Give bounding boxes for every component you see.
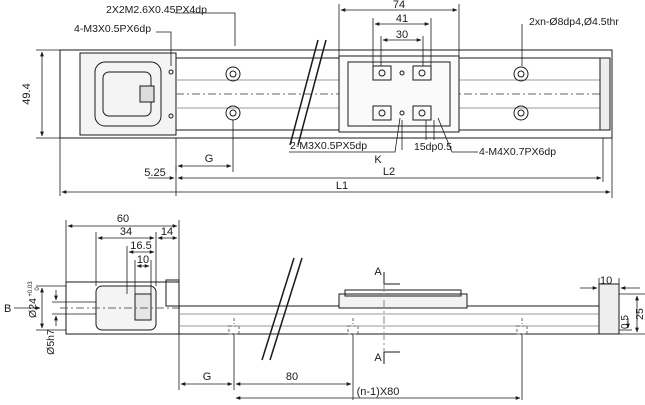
dim-74: 74 <box>393 0 405 11</box>
carriage-tap-hole <box>418 109 426 117</box>
section-a-label-bottom: A <box>374 352 382 364</box>
carriage-pad-2 <box>412 65 432 81</box>
side-view <box>60 257 620 364</box>
dim-30: 30 <box>396 29 408 41</box>
dim-d24: Ø24 <box>27 298 39 318</box>
dim-16-5: 16.5 <box>130 240 151 252</box>
dim-5-25: 5.25 <box>144 167 165 179</box>
dim-d24-tol-lower: 0 <box>35 287 41 291</box>
callout-2x-m2-6: 2X2M2.6X0.45PX4dp <box>106 4 207 16</box>
dim-60: 60 <box>117 213 129 225</box>
dim-14: 14 <box>161 226 173 238</box>
dim-pitch: (n-1)X80 <box>357 386 400 398</box>
carriage-pad-4 <box>412 105 432 121</box>
dim-g-top: G <box>205 153 214 165</box>
hidden-holes <box>228 318 528 335</box>
m3-tap-hole <box>168 69 174 75</box>
motor-shaft-clamp <box>139 85 155 103</box>
dim-41: 41 <box>396 13 408 25</box>
side-plate <box>165 279 180 307</box>
motor-block <box>79 52 177 136</box>
side-view-dimensions <box>14 220 645 400</box>
carriage-tap-hole <box>378 69 386 77</box>
carriage-pin-hole <box>399 110 405 116</box>
top-view <box>59 39 613 146</box>
break-line <box>269 257 303 361</box>
carriage-top-plate <box>344 289 462 297</box>
dim-d24-tol-upper: +0.03 <box>28 281 34 297</box>
break-line <box>289 39 319 146</box>
section-a-label-top: A <box>374 266 382 278</box>
dim-l1: L1 <box>336 180 348 192</box>
callout-2-m3: 2-M3X0.5PX5dp <box>290 140 367 152</box>
end-cap-right <box>599 57 611 131</box>
dim-g-side: G <box>203 371 212 383</box>
motor-coupling-outline <box>94 61 162 127</box>
view-b-label: B <box>4 303 11 315</box>
carriage-pin-hole <box>399 70 405 76</box>
dim-25: 25 <box>634 308 645 320</box>
dim-l2: L2 <box>383 166 395 178</box>
dim-0-5: 0.5 <box>620 315 631 329</box>
carriage-side <box>338 293 468 309</box>
break-line <box>261 257 295 361</box>
section-a-mark-bottom <box>383 351 400 364</box>
base-outline <box>59 49 613 139</box>
carriage-pad-1 <box>372 65 392 81</box>
carriage-tap-hole <box>418 69 426 77</box>
dim-80: 80 <box>286 371 298 383</box>
rail-mounting-holes <box>225 66 529 121</box>
callout-4-m3: 4-M3X0.5PX6dp <box>74 23 151 35</box>
dim-10-left: 10 <box>137 254 149 266</box>
break-line <box>297 39 327 146</box>
side-view-labels: 60 34 14 16.5 10 B Ø24 +0.03 0 Ø5h7 A A … <box>4 213 645 398</box>
carriage-pad-3 <box>372 105 392 121</box>
dim-10-right: 10 <box>600 275 612 287</box>
dim-k: K <box>374 154 382 166</box>
section-a-mark-top <box>383 272 400 285</box>
top-view-dimensions <box>36 4 613 198</box>
dim-d5h7: Ø5h7 <box>45 329 57 355</box>
callout-15dp: 15dp0.5 <box>414 141 452 153</box>
carriage-outline <box>338 55 460 133</box>
m3-tap-hole <box>168 113 174 119</box>
coupling-clamp <box>134 293 152 321</box>
rail-side <box>178 305 600 335</box>
dim-34: 34 <box>120 226 132 238</box>
top-view-labels: 2X2M2.6X0.45PX4dp 4-M3X0.5PX6dp 2xn-Ø8dp… <box>21 0 619 192</box>
end-cap-side <box>598 283 620 335</box>
dim-49-4: 49.4 <box>21 83 33 104</box>
callout-4-m4: 4-M4X0.7PX6dp <box>479 146 556 158</box>
callout-2xn-holes: 2xn-Ø8dp4,Ø4.5thr <box>529 16 619 28</box>
carriage-tap-hole <box>378 109 386 117</box>
